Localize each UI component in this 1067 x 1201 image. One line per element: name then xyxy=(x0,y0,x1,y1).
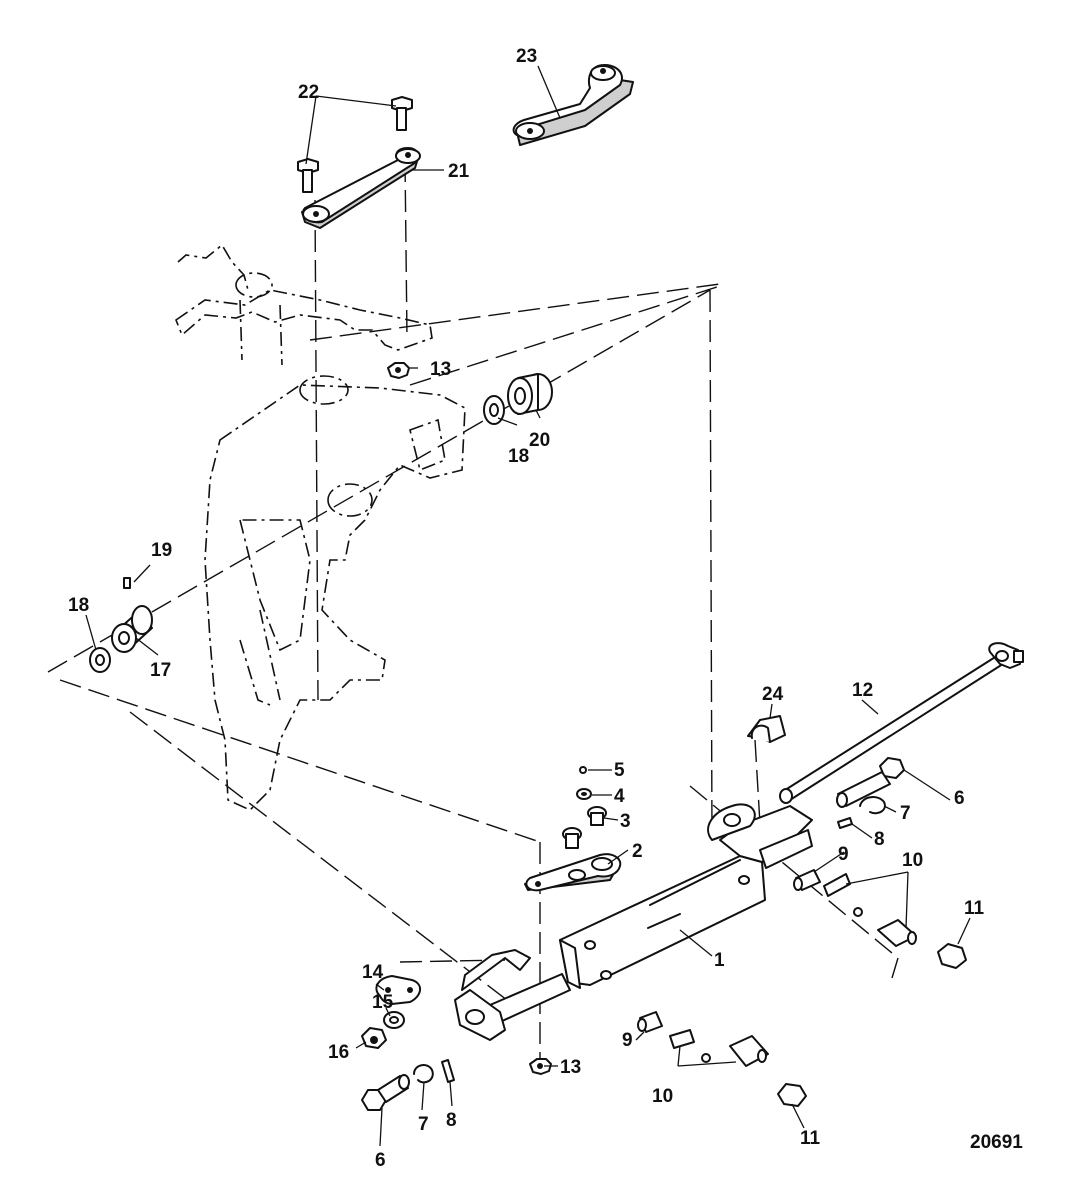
part-19-pin xyxy=(123,577,131,589)
part-23-link xyxy=(512,64,634,146)
part-16-nut xyxy=(361,1027,387,1049)
part-3-bushings xyxy=(562,806,607,849)
part-10-fittings-upper xyxy=(823,873,917,947)
callout-16: 16 xyxy=(328,1042,349,1063)
callout-10-upper: 10 xyxy=(902,850,923,871)
callout-14: 14 xyxy=(362,962,384,983)
part-15-washer xyxy=(383,1011,405,1029)
callout-6-upper: 6 xyxy=(954,788,965,809)
callout-11-upper: 11 xyxy=(964,898,985,919)
part-8-pin-upper xyxy=(837,817,853,829)
callout-20: 20 xyxy=(529,430,550,451)
part-7-clip-upper xyxy=(859,796,886,815)
part-10-fittings-lower xyxy=(669,1029,769,1067)
leader-lines xyxy=(85,65,971,1147)
callout-5: 5 xyxy=(614,760,625,781)
callout-13-upper: 13 xyxy=(430,359,451,380)
part-13-nut-lower xyxy=(529,1058,552,1075)
callout-12: 12 xyxy=(852,680,873,701)
part-20-bushing xyxy=(507,373,553,415)
callout-19: 19 xyxy=(151,540,172,561)
part-6-bolt-lower xyxy=(361,1074,410,1111)
part-18-washer-upper xyxy=(483,395,505,425)
part-17-bushing xyxy=(111,605,153,653)
figure-number: 20691 xyxy=(970,1132,1023,1153)
part-8-pin-lower xyxy=(441,1059,455,1083)
part-9-sleeve-upper xyxy=(793,869,821,891)
part-9-sleeve-lower xyxy=(637,1011,663,1033)
part-21-plate-link xyxy=(301,147,421,229)
callout-10-lower: 10 xyxy=(652,1086,673,1107)
callout-3: 3 xyxy=(620,811,631,832)
callout-8-upper: 8 xyxy=(874,829,885,850)
part-13-nut-upper xyxy=(387,362,410,379)
assembly-axis-lines xyxy=(47,159,899,1070)
callout-7-upper: 7 xyxy=(900,803,911,824)
callout-4: 4 xyxy=(614,786,625,807)
clamp-bracket-phantom xyxy=(175,243,466,811)
part-1-steering-cylinder xyxy=(454,803,813,1041)
callout-22: 22 xyxy=(298,82,319,103)
callout-21: 21 xyxy=(448,161,470,182)
part-18-washer-lower xyxy=(89,647,111,673)
part-22-bolts xyxy=(297,96,413,193)
callout-7-lower: 7 xyxy=(418,1114,429,1135)
part-7-clip-lower xyxy=(413,1064,434,1084)
part-11-cap-upper xyxy=(937,943,967,969)
part-11-cap-lower xyxy=(777,1083,807,1107)
part-12-rod xyxy=(779,642,1024,804)
callout-labels: 23 22 21 13 20 18 19 18 17 24 12 5 4 3 2… xyxy=(68,46,985,1171)
callout-18-lower: 18 xyxy=(68,595,89,616)
part-24-sleeve xyxy=(747,715,786,743)
part-14-link-plate xyxy=(375,975,421,1005)
callout-23: 23 xyxy=(516,46,537,67)
part-4-washer xyxy=(576,788,592,800)
callout-15: 15 xyxy=(372,992,394,1013)
callout-13-lower: 13 xyxy=(560,1057,581,1078)
callout-17: 17 xyxy=(150,660,171,681)
callout-9-lower: 9 xyxy=(622,1030,633,1051)
callout-24: 24 xyxy=(762,684,784,705)
callout-9-upper: 9 xyxy=(838,844,849,865)
callout-11-lower: 11 xyxy=(800,1128,821,1149)
part-5-screw xyxy=(579,766,587,774)
callout-8-lower: 8 xyxy=(446,1110,457,1131)
callout-6-lower: 6 xyxy=(375,1150,386,1171)
callout-18-upper: 18 xyxy=(508,446,529,467)
callout-2: 2 xyxy=(632,841,643,862)
callout-1: 1 xyxy=(714,950,725,971)
part-2-plate xyxy=(524,853,622,892)
